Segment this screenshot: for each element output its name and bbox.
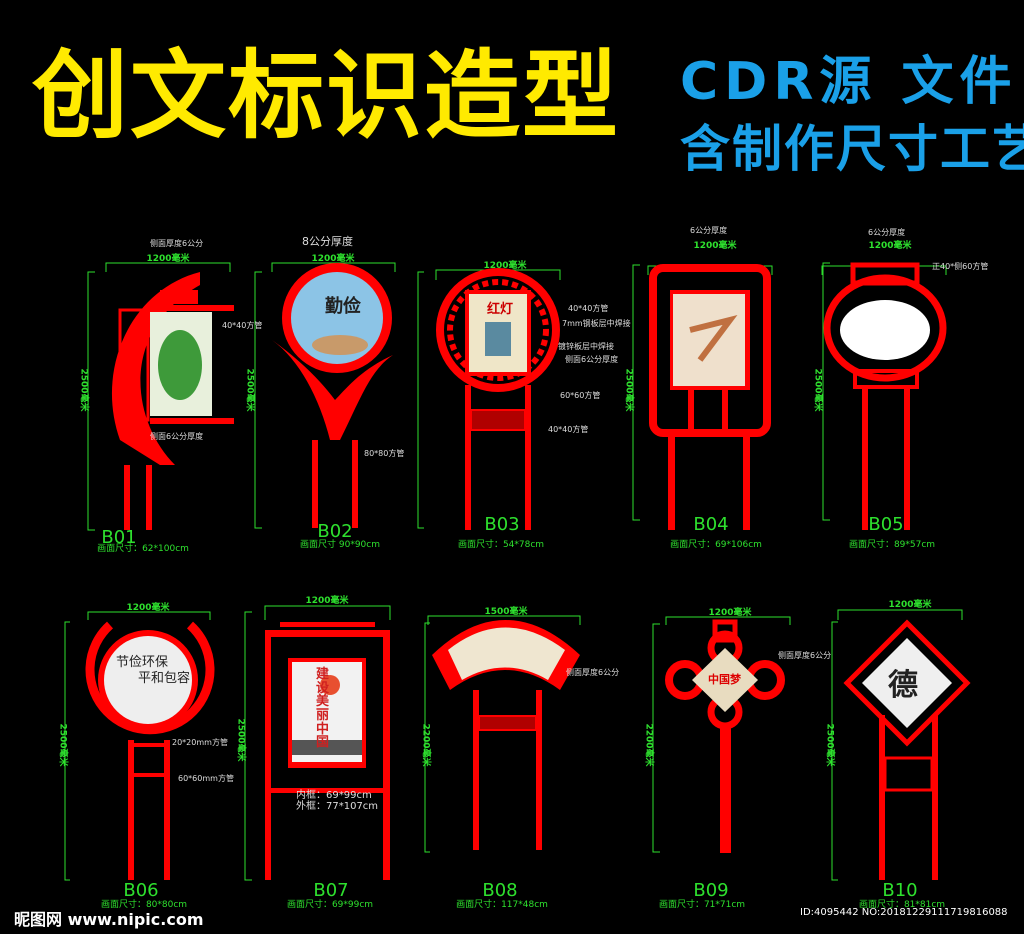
b05-note: 6公分厚度 <box>868 228 906 237</box>
b01-note: 侧面6公分厚度 <box>150 432 204 441</box>
b05-note: 正40*侧60方管 <box>932 262 989 271</box>
b07-note: 外框：77*107cm <box>296 801 379 812</box>
image-id: ID:4095442 NO:20181229111719816088 <box>800 907 1008 918</box>
b03-code: B03 <box>484 514 520 535</box>
b07-picture-text: 建设美丽中国 <box>316 667 330 751</box>
sign-b03 <box>436 268 560 530</box>
b08-code: B08 <box>482 880 518 901</box>
b03-note: 7mm钢板层中焊接 <box>562 319 631 328</box>
sign-b06 <box>85 621 215 880</box>
b02-width: 1200毫米 <box>311 254 355 264</box>
b02-picture-text: 勤俭 <box>325 296 361 317</box>
b06-height: 2500毫米 <box>57 723 68 767</box>
b05-size: 画面尺寸：89*57cm <box>848 540 936 550</box>
b07-width: 1200毫米 <box>305 596 349 606</box>
b04-note: 6公分厚度 <box>690 226 728 235</box>
subtitle-cdr: CDR源 文件 <box>680 52 1018 112</box>
b10-width: 1200毫米 <box>888 600 932 610</box>
b07-code: B07 <box>313 880 349 901</box>
b01-height: 2500毫米 <box>78 368 89 412</box>
b06-size: 画面尺寸：80*80cm <box>100 900 188 910</box>
sign-b08 <box>432 620 580 850</box>
b09-picture-text: 中国梦 <box>708 673 741 686</box>
b03-note: 侧面6公分厚度 <box>565 355 619 364</box>
b09-width: 1200毫米 <box>708 608 752 618</box>
b03-note: 镀锌板层中焊接 <box>558 342 614 351</box>
b02-note: 8公分厚度 <box>302 235 353 248</box>
subtitle-process: 含制作尺寸工艺 <box>680 120 1024 178</box>
b07-size: 画面尺寸：69*99cm <box>286 900 374 910</box>
b08-width: 1500毫米 <box>484 607 528 617</box>
b01-size: 画面尺寸：62*100cm <box>97 544 189 554</box>
b05-height: 2500毫米 <box>812 368 823 412</box>
b04-code: B04 <box>693 514 729 535</box>
b02-code: B02 <box>317 521 353 542</box>
b10-size: 画面尺寸：81*81cm <box>858 900 946 910</box>
sign-b02 <box>272 263 393 528</box>
b01-code: B01 <box>101 527 137 548</box>
b10-code: B10 <box>882 880 918 901</box>
sign-b09 <box>665 619 785 853</box>
b05-width: 1200毫米 <box>868 241 912 251</box>
b06-note: 20*20mm方管 <box>172 738 228 747</box>
b04-width: 1200毫米 <box>693 241 737 251</box>
page-title: 创文标识造型 <box>32 40 620 152</box>
b02-height: 2500毫米 <box>244 368 255 412</box>
watermark: 昵图网 www.nipic.com <box>14 910 204 929</box>
b09-note: 侧面厚度6公分 <box>778 651 832 660</box>
b09-size: 画面尺寸：71*71cm <box>658 900 746 910</box>
b10-picture-text: 德 <box>888 668 918 703</box>
b07-note: 内框：69*99cm <box>296 790 372 801</box>
sign-b10 <box>843 619 971 880</box>
b01-width: 1200毫米 <box>146 254 190 264</box>
b06-width: 1200毫米 <box>126 603 170 613</box>
b01-note: 40*40方管 <box>222 321 263 330</box>
b04-size: 画面尺寸：69*106cm <box>670 540 762 550</box>
b01-note: 侧面厚度6公分 <box>150 239 204 248</box>
b07-height: 2500毫米 <box>235 718 246 762</box>
b04-height: 2500毫米 <box>623 368 634 412</box>
b09-code: B09 <box>693 880 729 901</box>
b05-code: B05 <box>868 514 904 535</box>
b08-note: 侧面厚度6公分 <box>566 668 620 677</box>
b06-picture-text-1: 节俭环保 <box>116 655 169 670</box>
b03-size: 画面尺寸：54*78cm <box>457 540 545 550</box>
sign-b04 <box>649 264 771 530</box>
b06-note: 60*60mm方管 <box>178 774 234 783</box>
b02-size: 画面尺寸 90*90cm <box>300 540 380 550</box>
b03-note: 40*40方管 <box>548 425 589 434</box>
b03-note: 40*40方管 <box>568 304 609 313</box>
b06-picture-text-2: 平和包容 <box>138 671 191 686</box>
b03-width: 1200毫米 <box>483 261 527 271</box>
b03-picture-text: 红灯 <box>487 302 514 317</box>
b09-height: 2200毫米 <box>643 723 654 767</box>
b08-size: 画面尺寸：117*48cm <box>456 900 548 910</box>
b02-note: 80*80方管 <box>364 449 405 458</box>
sign-b05 <box>823 262 947 530</box>
b08-height: 2200毫米 <box>420 723 431 767</box>
b10-height: 2500毫米 <box>824 723 835 767</box>
b06-code: B06 <box>123 880 159 901</box>
b03-note: 60*60方管 <box>560 391 601 400</box>
sign-b01 <box>111 272 234 530</box>
sign-b07 <box>265 622 390 880</box>
